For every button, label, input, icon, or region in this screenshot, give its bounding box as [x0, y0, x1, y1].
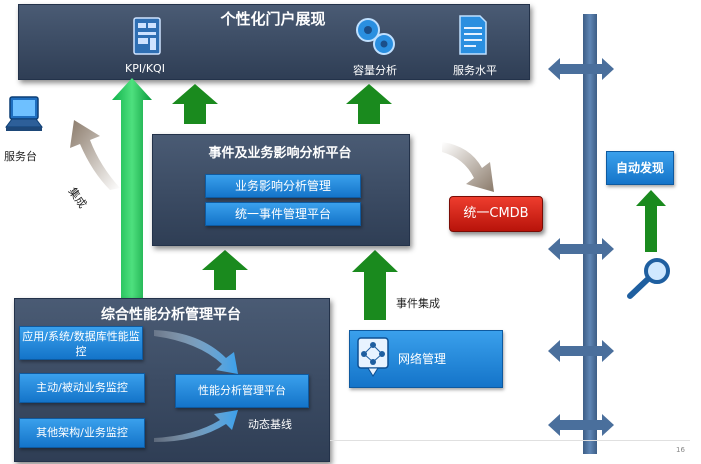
integration-arrow — [60, 116, 130, 195]
document-icon — [458, 14, 488, 60]
gears-icon — [352, 14, 398, 62]
perf-manager-box: 性能分析管理平台 — [175, 374, 309, 408]
service-level-label: 服务水平 — [453, 64, 497, 77]
kpi-dashboard-icon — [132, 16, 162, 60]
other-monitoring-box: 其他架构/业务监控 — [19, 418, 145, 448]
up-arrow — [202, 250, 248, 294]
auto-discovery-box: 自动发现 — [606, 151, 674, 185]
bus-arrow — [548, 58, 614, 84]
perf-platform-title: 综合性能分析管理平台 — [101, 307, 241, 323]
flow-arrow — [150, 328, 246, 380]
event-management-box: 统一事件管理平台 — [205, 202, 361, 226]
computer-icon — [4, 95, 44, 143]
capacity-label: 容量分析 — [353, 64, 397, 77]
dynamic-baseline-label: 动态基线 — [248, 418, 292, 431]
kpi-label: KPI/KQI — [125, 62, 165, 75]
magnifier-icon — [624, 256, 674, 306]
event-integration-label: 事件集成 — [396, 297, 440, 310]
up-arrow — [636, 190, 666, 256]
event-integration-arrow — [352, 250, 398, 324]
app-system-db-monitoring-box: 应用/系统/数据库性能监控 — [19, 326, 143, 360]
up-arrow — [172, 84, 218, 128]
bus-arrow — [548, 340, 614, 366]
active-passive-monitoring-box: 主动/被动业务监控 — [19, 373, 145, 403]
service-desk-label: 服务台 — [4, 150, 37, 163]
portal-title: 个性化门户展现 — [220, 10, 326, 28]
flow-arrow — [150, 408, 246, 446]
network-label: 网络管理 — [398, 352, 447, 366]
page-number: 16 — [676, 446, 685, 454]
impact-analysis-box: 业务影响分析管理 — [205, 174, 361, 198]
portal-panel — [18, 4, 530, 80]
integration-bus — [583, 14, 597, 454]
cmdb-box: 统一CMDB — [449, 196, 543, 232]
up-arrow — [346, 84, 392, 128]
kpi-data-arrow — [112, 78, 152, 306]
footer-line — [330, 440, 690, 441]
network-topology-icon — [356, 336, 390, 382]
bus-arrow — [548, 238, 614, 264]
bus-arrow — [548, 414, 614, 440]
event-platform-title: 事件及业务影响分析平台 — [208, 146, 352, 161]
cmdb-arrow — [440, 138, 500, 198]
